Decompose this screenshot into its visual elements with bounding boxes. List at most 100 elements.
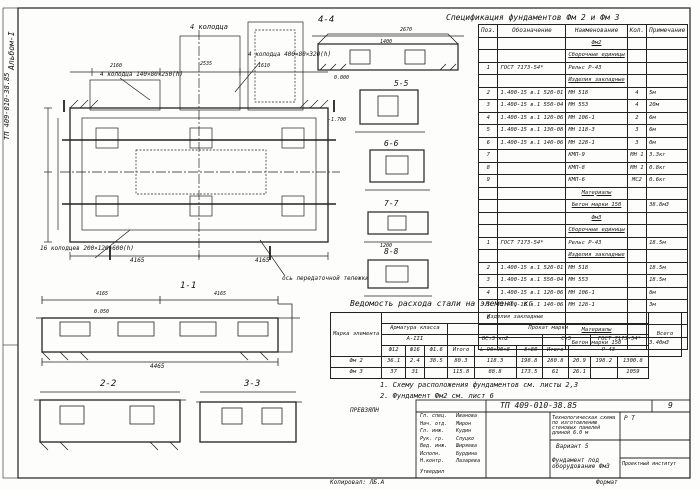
section-3-3 xyxy=(196,391,302,443)
stamp-role: Гл. инж. xyxy=(420,428,445,434)
level-mark-1: -1.700 xyxy=(328,117,347,123)
stamp-signature: Иванова xyxy=(456,413,478,419)
plan-dim-bottom-1: 4165 xyxy=(130,257,145,264)
section-5-5-title: 5-5 xyxy=(394,79,409,88)
plan-note-3: 16 колодцев 200×120×600(h) xyxy=(40,245,134,252)
plan-note-2: 4 колодца 400×80×320(h) xyxy=(248,51,332,58)
steel-cell: 88.8 xyxy=(473,367,517,379)
note-1: 1. Схему расположения фундаментов см. ли… xyxy=(380,381,579,389)
stamp-role: Рук. гр. xyxy=(420,435,445,442)
stamp-signature: Слуцко xyxy=(456,435,475,442)
spec-cell: 5 xyxy=(477,299,499,313)
steel-header-2: Арматура класса Прокат марки xyxy=(331,323,682,335)
format-label: Формат xyxy=(596,479,618,486)
spec-row: Сборочные единицы xyxy=(477,49,689,63)
section-1-1 xyxy=(36,296,300,366)
stamp-stage: Р Т xyxy=(624,415,635,422)
stamp-variant: Вариант 5 xyxy=(556,443,589,450)
stamp-signature: Кудин xyxy=(456,428,472,434)
s11-dim-1: 4165 xyxy=(96,291,109,297)
foundation-plan xyxy=(44,21,340,277)
level-mark-2: 0.000 xyxy=(334,75,350,81)
spec-title: Спецификация фундаментов Фм 2 и Фм 3 xyxy=(446,13,620,22)
plan-dim-2: 2160 xyxy=(110,63,123,69)
steel-cell: 26.1 xyxy=(567,367,591,379)
spec-row: Изделия закладные xyxy=(477,74,689,88)
steel-cell: 80.3 xyxy=(447,356,475,368)
plan-note-4: ось передаточной тележки xyxy=(282,275,369,282)
section-6-6 xyxy=(365,149,430,191)
stamp-role: Н.контр. xyxy=(420,458,445,464)
stamp-sheet-no: 9 xyxy=(668,401,673,410)
stamp-role: Вед. инж. xyxy=(420,443,448,449)
steel-header-1: Марка элемента Изделия закладные Всего xyxy=(329,312,682,357)
stamp-org: Проектный институт xyxy=(622,461,677,467)
plan-dim-5: 2670 xyxy=(400,27,413,33)
plan-dim-1: 2535 xyxy=(200,61,213,67)
stamp-project: Фундамент под оборудование Фм3 xyxy=(552,457,610,470)
section-8-8 xyxy=(364,259,432,297)
stamp-role: Гл. спец. xyxy=(420,413,448,419)
section-4-4 xyxy=(312,33,464,71)
section-5-5 xyxy=(355,89,425,133)
plan-note-title: 4 колодца xyxy=(190,23,228,31)
section-2-2 xyxy=(34,391,186,451)
spec-cell: 3м xyxy=(646,299,689,313)
section-1-1-title: 1-1 xyxy=(180,281,197,291)
note-2: 2. Фундамент Фм2 см. лист 6 xyxy=(380,392,494,400)
section-6-6-title: 6-6 xyxy=(384,139,399,148)
stamp-role: Исполн. xyxy=(420,450,442,457)
section-4-4-title: 4-4 xyxy=(318,15,335,25)
spec-cell: МН 1 xyxy=(626,149,648,163)
dim-1200: 1200 xyxy=(380,243,393,249)
plan-note-1: 4 колодца 140×80×250(h) xyxy=(100,71,184,78)
stamp-code: ТП 409-010-38.85 xyxy=(500,401,578,410)
stamp-signature: Лазарева xyxy=(456,458,481,464)
section-7-7-title: 7-7 xyxy=(384,199,399,208)
spec-cell: 6м xyxy=(646,111,689,125)
stamp-role: Нач. отд. xyxy=(420,420,448,427)
stamp-description: Технологическая схема по изготовлению ст… xyxy=(552,415,616,436)
steel-subheader-cell: Ф1.6 xyxy=(423,345,449,357)
steel-h-total: Всего xyxy=(648,312,682,357)
section-2-2-title: 2-2 xyxy=(100,379,117,389)
steel-table: Марка элемента Изделия закладные Всего А… xyxy=(329,312,682,379)
section-3-3-title: 3-3 xyxy=(244,379,261,389)
plan-dim-4: 1400 xyxy=(380,39,393,45)
s11-dim-3: 4465 xyxy=(150,363,165,370)
steel-cell: 37 xyxy=(381,367,406,379)
spec-row: Материалы xyxy=(477,186,689,200)
steel-cell: 115.8 xyxy=(447,367,475,379)
section-8-8-title: 8-8 xyxy=(384,247,399,256)
plan-dim-3: 1610 xyxy=(258,63,271,69)
stamp-approval: Утвердил xyxy=(420,469,445,475)
spec-cell: 3 xyxy=(626,124,648,138)
steel-cell: 61 xyxy=(541,367,569,379)
steel-cell: Фм 3 xyxy=(329,367,383,379)
section-7-7 xyxy=(364,211,432,243)
specification-table: Поз. Обозначение Наименование Кол. Приме… xyxy=(477,24,689,350)
spec-cell: 3 xyxy=(477,274,499,288)
stamp-signature: Ширяева xyxy=(456,443,478,449)
steel-title: Ведомость расхода стали на элемент, кг xyxy=(350,299,534,308)
stamp-signature: Мирон xyxy=(456,420,472,427)
stamp-label-left: ПРЕВЗЯЛН xyxy=(350,407,379,414)
s11-dim-2: 4165 xyxy=(214,291,227,297)
steel-cell xyxy=(423,367,449,379)
s11-level: 0.050 xyxy=(94,309,110,315)
stamp-signature: Бурдина xyxy=(456,450,478,457)
